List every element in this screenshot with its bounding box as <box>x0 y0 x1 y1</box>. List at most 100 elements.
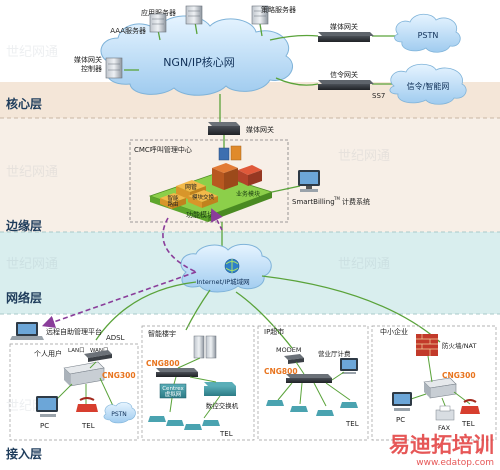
svg-text:世纪网通: 世纪网通 <box>338 149 390 164</box>
remote-platform-label: 远程自助管理平台 <box>46 327 102 336</box>
block-blue-top <box>218 145 242 161</box>
core-cloud-label: NGN/IP核心网 <box>163 55 235 69</box>
cng300-right-label: CNG300 <box>442 371 476 380</box>
pc-left-icon <box>36 396 58 417</box>
adsl-modem-icon <box>84 350 112 362</box>
mgc-server-icon <box>105 57 123 79</box>
block-module-label: 模块交换 <box>192 193 215 201</box>
edge-media-gateway-icon <box>208 122 240 135</box>
tel-left-icon <box>76 397 98 412</box>
cng300-left-device-icon <box>63 361 105 387</box>
ss7-label: SS7 <box>372 92 385 100</box>
svg-text:世纪网通: 世纪网通 <box>6 45 58 60</box>
cng300-left-label: CNG300 <box>102 371 136 380</box>
cmc-label: CMC呼叫管理中心 <box>134 145 192 154</box>
block-small2-label: 路由 <box>167 200 178 208</box>
centrex-label-2: 虚拟网 <box>165 390 182 398</box>
tel-left-label: TEL <box>81 422 95 430</box>
internet-cloud: Internet/IP城域网 <box>180 243 272 293</box>
policy-server-label: 策略服务器 <box>261 5 296 14</box>
layer-label-network: 网络层 <box>6 290 42 305</box>
cmc-platform-icon: 网管 智能 路由 模块交换 业务模块 功能模块 <box>148 145 274 222</box>
ip-supermarket-label: IP超市 <box>264 327 284 336</box>
firewall-icon <box>416 334 438 356</box>
svg-text:世纪网通: 世纪网通 <box>6 165 58 180</box>
layer-label-edge: 边缘层 <box>5 218 42 233</box>
svg-text:世纪网通: 世纪网通 <box>6 257 58 272</box>
mgc-label-line1: 媒体网关 <box>74 55 102 64</box>
lan-label: LAN口 <box>68 347 85 354</box>
block-call-label: 网管 <box>185 183 197 191</box>
personal-user-label: 个人用户 <box>34 349 62 358</box>
pc-right-icon <box>392 392 412 411</box>
pstn-small-label: PSTN <box>111 411 127 418</box>
billing-pc-icon <box>298 170 320 192</box>
svg-text:世纪网通: 世纪网通 <box>338 257 390 272</box>
digital-switch-label: 数控交换机 <box>206 401 239 410</box>
block-small1-label: 智能 <box>167 194 179 202</box>
block-tall <box>212 163 238 190</box>
brand-url: www.edatop.com <box>416 458 494 468</box>
billing-hall-pc-icon <box>340 358 358 374</box>
edge-media-gateway-label: 媒体网关 <box>246 125 274 134</box>
ngn-core-cloud: NGN/IP核心网 <box>100 15 293 96</box>
tel-right-label: TEL <box>345 420 359 428</box>
internet-cloud-label: Internet/IP城域网 <box>196 277 249 286</box>
cng300-right-device-icon <box>423 377 457 399</box>
pc-left-label: PC <box>40 422 49 430</box>
wan-label: WAN口 <box>90 347 109 354</box>
core-media-gateway-label: 媒体网关 <box>330 22 358 31</box>
building-phones-icon <box>148 416 220 430</box>
digital-switch-icon <box>204 382 236 396</box>
signaling-network-cloud: 信令/智能网 <box>389 63 467 105</box>
signaling-network-label: 信令/智能网 <box>407 81 450 91</box>
tel-mid-label: TEL <box>219 430 233 438</box>
modem-icon <box>284 354 304 364</box>
billing-hall-label: 营业厅计费 <box>318 349 351 358</box>
centrex-box-icon <box>159 383 187 399</box>
signaling-gateway-icon <box>318 80 374 90</box>
application-server-icon <box>185 5 203 25</box>
tel-sme-label: TEL <box>461 420 475 428</box>
layer-label-access: 接入层 <box>6 446 42 461</box>
group-supermarket-frame <box>257 325 369 441</box>
billing-suffix: 计费系统 <box>342 197 370 206</box>
pc-right-label: PC <box>396 416 405 424</box>
firewall-label: 防火墙/NAT <box>442 341 476 350</box>
group-building-frame <box>141 325 255 441</box>
fax-icon <box>435 405 455 421</box>
app-server-label: 应用服务器 <box>141 8 176 17</box>
block-sip-label: 业务模块 <box>236 190 260 198</box>
core-media-gateway-icon <box>318 32 374 42</box>
fax-label: FAX <box>438 424 451 432</box>
centrex-label-1: Centrex <box>162 386 184 392</box>
billing-tm: TM <box>333 196 340 201</box>
billing-name: SmartBilling <box>292 198 335 206</box>
cng800-right-label: CNG800 <box>264 367 298 376</box>
cng800-mid-device-icon <box>156 368 198 377</box>
block-func <box>160 193 186 209</box>
brand-watermark: 易迪拓培训 www.edatop.com <box>389 433 494 468</box>
management-dashed-link <box>48 217 197 324</box>
supermarket-phones-icon <box>266 400 358 416</box>
policy-server-icon <box>251 5 269 25</box>
remote-platform-laptop-icon <box>10 322 44 340</box>
signaling-gateway-label: 信令网关 <box>330 70 358 79</box>
group-personal-frame <box>9 343 139 441</box>
aaa-server-label: AAA服务器 <box>110 26 146 35</box>
smart-building-label: 智能楼宇 <box>148 329 176 338</box>
aaa-server-icon <box>149 13 167 33</box>
block-red <box>238 165 262 186</box>
pstn-label: PSTN <box>418 31 439 40</box>
adsl-label: ADSL <box>106 334 125 342</box>
brand-name: 易迪拓培训 <box>389 433 494 457</box>
block-module <box>188 190 218 208</box>
layer-label-core: 核心层 <box>6 96 42 111</box>
mgc-label-line2: 控制器 <box>81 64 102 73</box>
sme-label: 中小企业 <box>380 327 408 336</box>
pstn-cloud: PSTN <box>394 13 461 53</box>
block-func-label: 功能模块 <box>186 210 214 219</box>
cng800-mid-label: CNG800 <box>146 359 180 368</box>
cng800-right-device-icon <box>286 374 332 383</box>
